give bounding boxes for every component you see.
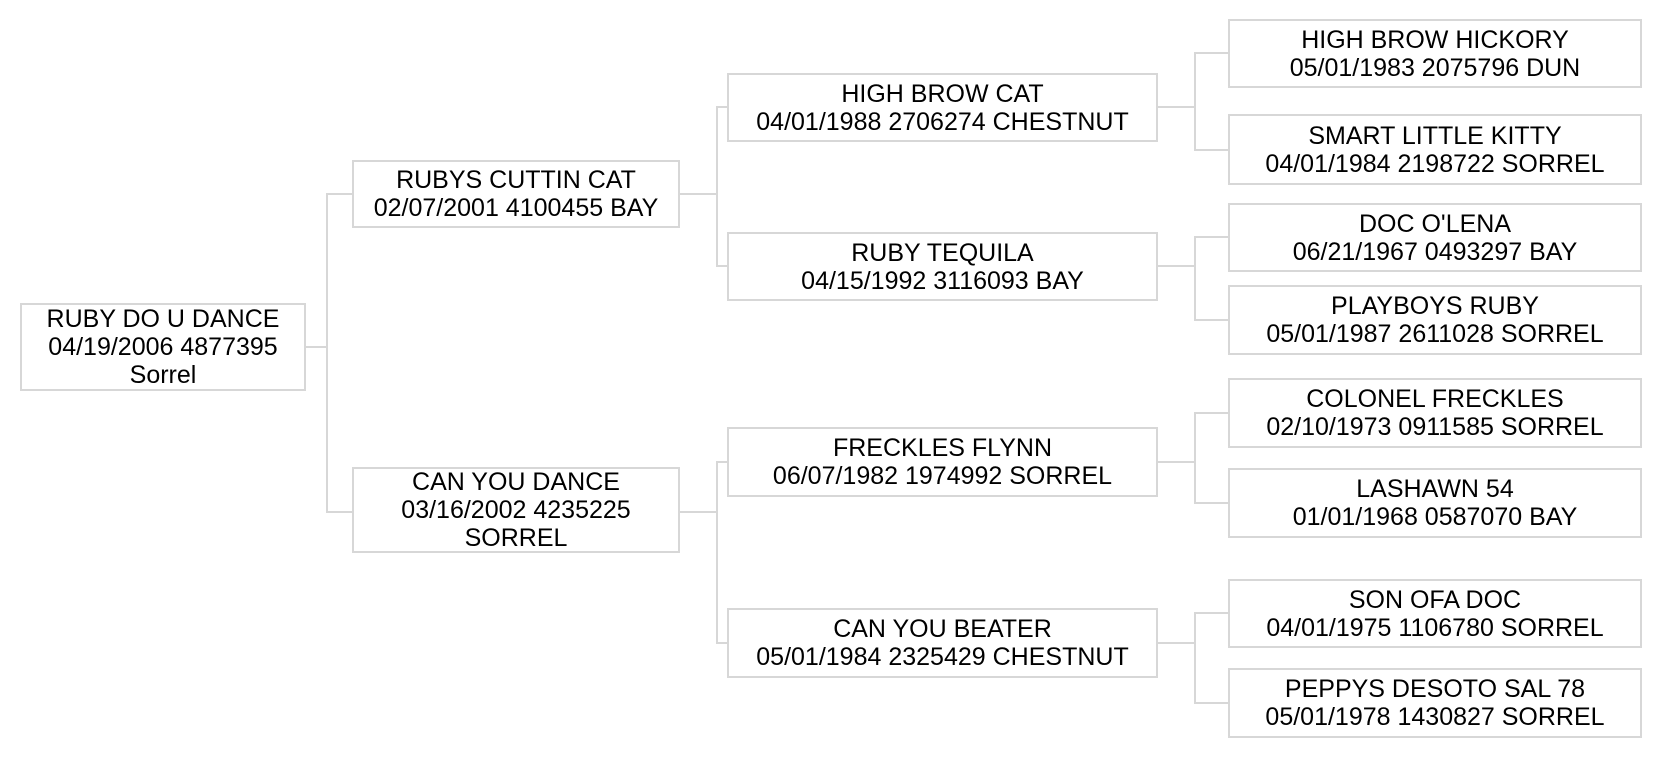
horse-details: 05/01/1978 1430827 SORREL bbox=[1265, 703, 1605, 731]
node-doc-o-lena: DOC O'LENA 06/21/1967 0493297 BAY bbox=[1228, 203, 1642, 272]
node-freckles-flynn: FRECKLES FLYNN 06/07/1982 1974992 SORREL bbox=[727, 427, 1158, 497]
node-peppys-desoto-sal-78: PEPPYS DESOTO SAL 78 05/01/1978 1430827 … bbox=[1228, 668, 1642, 738]
node-playboys-ruby: PLAYBOYS RUBY 05/01/1987 2611028 SORREL bbox=[1228, 285, 1642, 355]
node-ruby-do-u-dance: RUBY DO U DANCE 04/19/2006 4877395 Sorre… bbox=[20, 303, 306, 391]
horse-color: SORREL bbox=[464, 524, 568, 552]
node-high-brow-cat: HIGH BROW CAT 04/01/1988 2706274 CHESTNU… bbox=[727, 73, 1158, 142]
horse-details: 04/19/2006 4877395 bbox=[48, 333, 278, 361]
node-can-you-dance: CAN YOU DANCE 03/16/2002 4235225 SORREL bbox=[352, 467, 680, 553]
horse-name: SON OFA DOC bbox=[1348, 585, 1522, 614]
node-high-brow-hickory: HIGH BROW HICKORY 05/01/1983 2075796 DUN bbox=[1228, 19, 1642, 88]
horse-name: COLONEL FRECKLES bbox=[1306, 385, 1564, 413]
horse-details: 06/07/1982 1974992 SORREL bbox=[772, 462, 1113, 490]
horse-name: DOC O'LENA bbox=[1358, 209, 1512, 238]
connector-subject-to-parents bbox=[306, 193, 352, 513]
node-son-ofa-doc: SON OFA DOC 04/01/1975 1106780 SORREL bbox=[1228, 579, 1642, 648]
horse-name: RUBY DO U DANCE bbox=[46, 305, 280, 333]
horse-name: PLAYBOYS RUBY bbox=[1331, 292, 1539, 320]
connector-freckles-flynn-to-parents bbox=[1158, 412, 1228, 504]
horse-color: Sorrel bbox=[129, 361, 197, 389]
horse-name: LASHAWN 54 bbox=[1356, 475, 1514, 503]
connector-ruby-tequila-to-parents bbox=[1158, 236, 1228, 321]
horse-details: 04/01/1984 2198722 SORREL bbox=[1265, 149, 1605, 178]
horse-details: 06/21/1967 0493297 BAY bbox=[1292, 237, 1578, 266]
horse-name: HIGH BROW HICKORY bbox=[1301, 25, 1569, 54]
horse-name: RUBYS CUTTIN CAT bbox=[396, 166, 636, 194]
horse-name: CAN YOU BEATER bbox=[833, 615, 1052, 643]
horse-name: PEPPYS DESOTO SAL 78 bbox=[1284, 675, 1586, 703]
horse-details: 02/07/2001 4100455 BAY bbox=[373, 194, 659, 222]
horse-details: 04/01/1988 2706274 CHESTNUT bbox=[756, 107, 1129, 136]
horse-details: 02/10/1973 0911585 SORREL bbox=[1266, 413, 1604, 441]
horse-name: CAN YOU DANCE bbox=[412, 468, 620, 496]
connector-can-you-beater-to-parents bbox=[1158, 612, 1228, 704]
node-colonel-freckles: COLONEL FRECKLES 02/10/1973 0911585 SORR… bbox=[1228, 378, 1642, 448]
horse-details: 05/01/1987 2611028 SORREL bbox=[1266, 320, 1604, 348]
node-ruby-tequila: RUBY TEQUILA 04/15/1992 3116093 BAY bbox=[727, 232, 1158, 301]
horse-details: 05/01/1983 2075796 DUN bbox=[1289, 53, 1581, 82]
node-lashawn-54: LASHAWN 54 01/01/1968 0587070 BAY bbox=[1228, 468, 1642, 538]
horse-name: SMART LITTLE KITTY bbox=[1308, 121, 1562, 150]
horse-name: HIGH BROW CAT bbox=[841, 79, 1044, 108]
connector-high-brow-cat-to-parents bbox=[1158, 52, 1228, 151]
node-smart-little-kitty: SMART LITTLE KITTY 04/01/1984 2198722 SO… bbox=[1228, 114, 1642, 185]
connector-dam-to-grandparents bbox=[680, 461, 727, 644]
node-rubys-cuttin-cat: RUBYS CUTTIN CAT 02/07/2001 4100455 BAY bbox=[352, 160, 680, 228]
horse-details: 04/01/1975 1106780 SORREL bbox=[1266, 613, 1604, 642]
horse-details: 05/01/1984 2325429 CHESTNUT bbox=[756, 643, 1129, 671]
horse-name: FRECKLES FLYNN bbox=[832, 434, 1053, 462]
node-can-you-beater: CAN YOU BEATER 05/01/1984 2325429 CHESTN… bbox=[727, 608, 1158, 678]
horse-details: 04/15/1992 3116093 BAY bbox=[801, 266, 1084, 295]
connector-sire-to-grandparents bbox=[680, 106, 727, 267]
horse-name: RUBY TEQUILA bbox=[851, 238, 1034, 267]
horse-details: 03/16/2002 4235225 bbox=[401, 496, 631, 524]
horse-details: 01/01/1968 0587070 BAY bbox=[1292, 503, 1578, 531]
